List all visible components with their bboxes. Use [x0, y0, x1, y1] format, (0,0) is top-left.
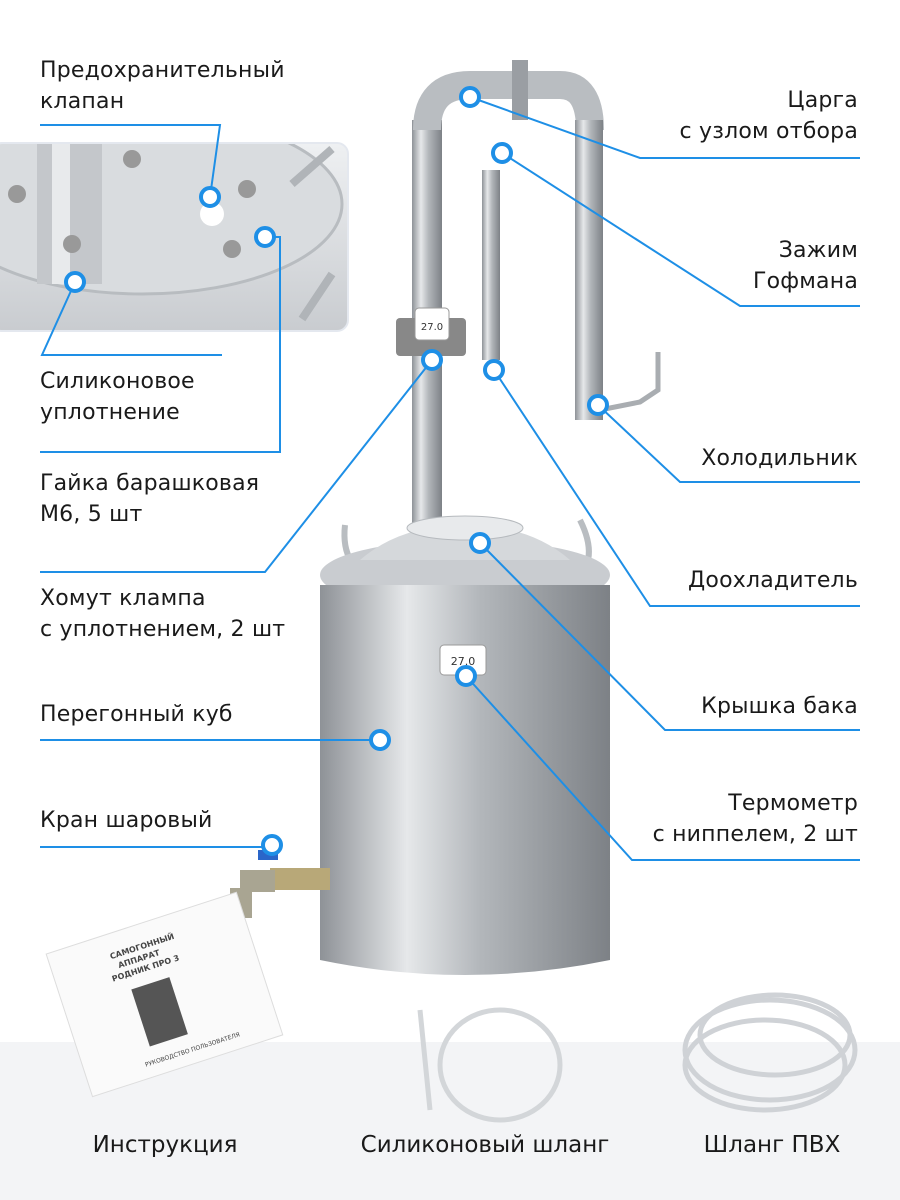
callout-dots [64, 86, 609, 856]
ball-valve [270, 868, 330, 890]
lid-closeup-image [0, 144, 344, 322]
column-thermometer-reading: 27.0 [421, 322, 443, 333]
after-cooler [482, 170, 500, 360]
label-boiler: Перегонный куб [40, 702, 233, 727]
leader-lines [40, 96, 860, 861]
instruction-booklet: САМОГОННЫЙ АППАРАТ РОДНИК ПРО 3 РУКОВОДС… [45, 891, 284, 1098]
label-tank-lid: Крышка бака [701, 694, 858, 719]
tank-thermometer-reading: 27.0 [451, 655, 476, 668]
pvc-hose [682, 992, 858, 1113]
label-ball-valve: Кран шаровый [40, 808, 213, 833]
label-condenser: Холодильник [701, 446, 858, 471]
label-silicone-hose: Силиконовый шланг [360, 1132, 610, 1158]
label-after-cooler: Доохладитель [688, 568, 858, 593]
label-pvc-hose: Шланг ПВХ [703, 1132, 841, 1158]
take-off-valve [512, 60, 528, 120]
label-instruction: Инструкция [92, 1132, 238, 1158]
lid-closeup-inset [0, 142, 349, 332]
boiler-tank [320, 585, 610, 975]
silicone-hose [437, 1007, 563, 1123]
condenser [575, 120, 603, 420]
